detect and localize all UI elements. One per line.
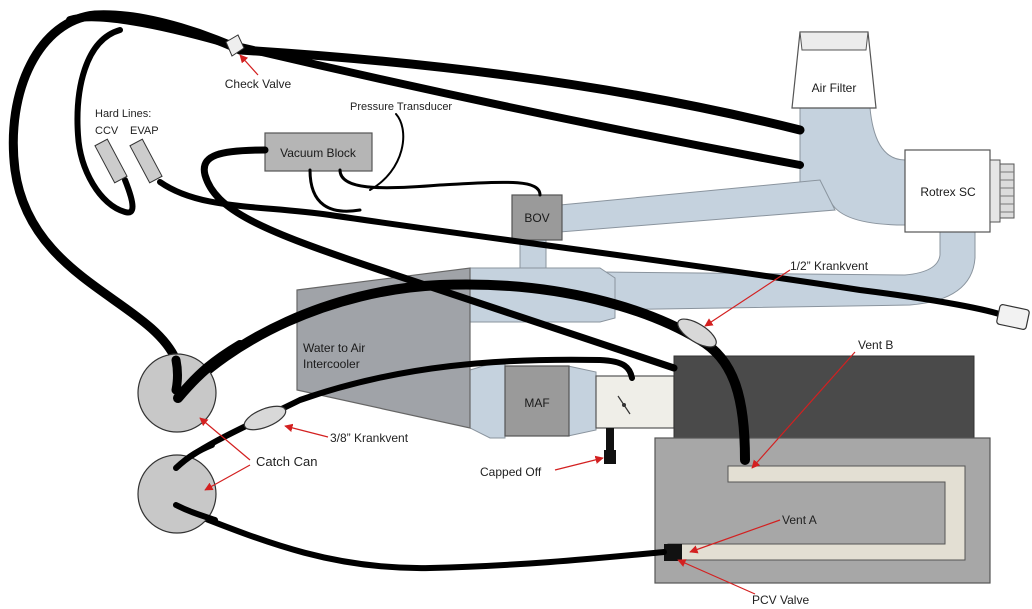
bov-label: BOV <box>524 211 549 225</box>
hard-line-evap <box>129 138 163 184</box>
intercooler-label-1: Water to Air <box>303 341 365 355</box>
label-38-krankvent: 3/8” Krankvent <box>330 431 409 445</box>
label-vent-b: Vent B <box>858 338 893 352</box>
label-catch-can: Catch Can <box>256 454 317 469</box>
air-filter-label: Air Filter <box>812 81 857 95</box>
hose-top-upper <box>66 13 804 169</box>
krankvent-half-fitting <box>677 318 717 348</box>
hose-half-krankvent <box>173 279 750 465</box>
label-vent-a: Vent A <box>782 513 817 527</box>
label-pressure-transducer: Pressure Transducer <box>350 101 452 113</box>
label-evap: EVAP <box>130 125 159 137</box>
rotrex-sc: Rotrex SC <box>904 149 1015 233</box>
label-half-krankvent: 1/2” Krankvent <box>790 259 869 273</box>
engine-block <box>654 437 991 584</box>
throttle-body <box>595 375 675 464</box>
maf: MAF <box>504 365 570 437</box>
hose-evap <box>157 179 1008 319</box>
intercooler-label-2: Intercooler <box>303 357 360 371</box>
vacuum-block-label: Vacuum Block <box>280 146 357 160</box>
maf-to-throttle-tube <box>567 365 597 437</box>
rotrex-label: Rotrex SC <box>920 185 976 199</box>
krankvent-38-fitting <box>243 405 287 431</box>
hose-ccv <box>74 27 136 216</box>
hoses <box>8 10 1008 572</box>
check-valve <box>225 34 245 57</box>
hose-pressure-transducer <box>369 113 405 191</box>
vacuum-block: Vacuum Block <box>264 132 373 172</box>
hose-vacuum-small <box>308 168 362 213</box>
hose-38-krankvent <box>173 356 635 471</box>
hose-pcv <box>175 505 667 572</box>
valve-cover <box>673 355 975 445</box>
label-hard-lines: Hard Lines: <box>95 108 151 120</box>
maf-label: MAF <box>524 396 549 410</box>
hose-vacuum-bov <box>338 168 542 197</box>
pcv-valve <box>664 544 682 561</box>
air-filter: Air Filter <box>791 31 877 109</box>
label-check-valve: Check Valve <box>225 77 292 91</box>
annotation-arrows <box>199 54 856 595</box>
intake-piping <box>469 107 976 439</box>
hard-line-ccv <box>94 138 128 184</box>
evap-end-fitting <box>996 304 1030 330</box>
label-capped-off: Capped Off <box>480 465 542 479</box>
rotrex-to-bov-pipe <box>559 179 836 233</box>
label-ccv: CCV <box>95 125 119 137</box>
bov: BOV <box>511 194 563 241</box>
hose-vacuum-to-engine <box>200 146 678 372</box>
intercooler-outlet-tube <box>469 363 506 439</box>
label-pcv-valve: PCV Valve <box>752 593 809 607</box>
